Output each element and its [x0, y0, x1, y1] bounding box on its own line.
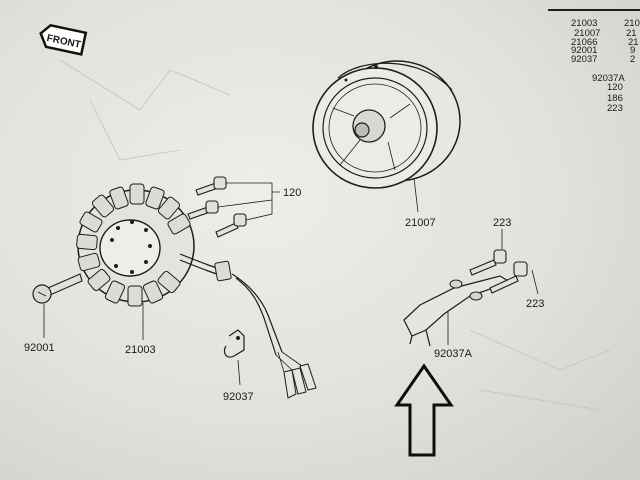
- flywheel-rotor: [312, 60, 461, 189]
- table-code: 210: [624, 18, 640, 29]
- table-code: 21003: [571, 18, 597, 29]
- leader-line: [237, 359, 241, 386]
- screw-set: [187, 176, 280, 238]
- table-code: 186: [607, 93, 623, 104]
- table-code: 92001: [571, 45, 597, 56]
- wire-clamp: [223, 329, 245, 358]
- stator-coil: [76, 183, 195, 307]
- label-screw-a: 223: [493, 217, 511, 229]
- label-flywheel: 21007: [405, 217, 436, 229]
- label-plate: 92037A: [434, 348, 473, 360]
- label-bolt: 92001: [24, 342, 55, 354]
- table-code: 223: [607, 103, 623, 114]
- label-screw-b: 223: [526, 298, 544, 310]
- label-stator: 21003: [125, 344, 156, 356]
- table-code: 120: [607, 82, 623, 93]
- wiring-harness: [179, 253, 317, 399]
- up-arrow-icon: [394, 363, 454, 457]
- leader-line: [413, 177, 419, 213]
- table-code: 92037A: [592, 73, 625, 84]
- table-code: 9: [630, 45, 635, 56]
- hex-bolt: [32, 273, 83, 304]
- plate-screws: [469, 249, 528, 294]
- table-code: 21: [628, 37, 639, 48]
- label-clamp: 92037: [223, 391, 254, 403]
- faint-background-sketch: [59, 59, 611, 411]
- table-code: 21007: [574, 28, 600, 39]
- table-code: 92037: [571, 54, 597, 65]
- table-code: 21066: [571, 37, 597, 48]
- label-screws: 120: [283, 187, 301, 199]
- front-direction-badge: FRONT: [39, 23, 88, 56]
- table-code: 21: [626, 28, 637, 39]
- parts-reference-table: 21003 21007 21066 92001 92037 92037A 120…: [548, 9, 640, 114]
- table-code: 2: [630, 54, 635, 65]
- leader-line: [531, 269, 539, 295]
